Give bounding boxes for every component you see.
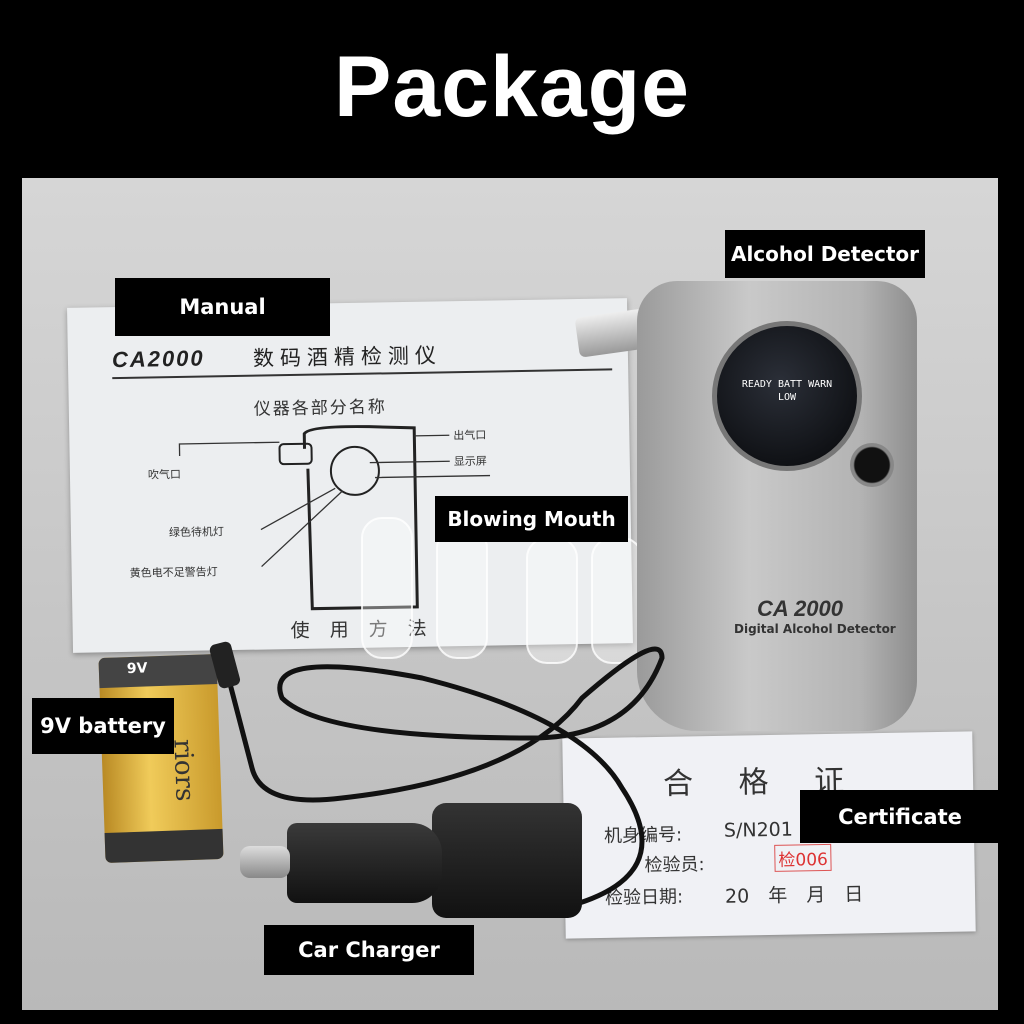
manual-diagram [178, 425, 491, 611]
display-text: READY BATT WARN [741, 379, 833, 390]
label-manual: Manual [115, 278, 330, 336]
detector-display: READY BATT WARN LOW [712, 321, 862, 471]
power-button [850, 443, 894, 487]
label-blowing-mouth: Blowing Mouth [435, 496, 628, 542]
charger-plug [287, 823, 442, 903]
mouthpieces [361, 517, 643, 664]
page-title: Package [333, 39, 691, 135]
label-battery: 9V battery [32, 698, 174, 754]
device-model: CA 2000 [757, 596, 844, 621]
label-car-charger: Car Charger [264, 925, 474, 975]
device-subtitle: Digital Alcohol Detector [734, 622, 896, 636]
charger-tip [240, 846, 290, 878]
charger-cable [209, 641, 665, 911]
manual: CA2000 数码酒精检测仪 仪器各部分名称 吹气口 出气口 显示屏 绿色待机灯… [67, 298, 633, 653]
display-text: LOW [777, 392, 797, 403]
label-alcohol-detector: Alcohol Detector [725, 230, 925, 278]
car-charger [432, 803, 582, 918]
product-photo: CA2000 数码酒精检测仪 仪器各部分名称 吹气口 出气口 显示屏 绿色待机灯… [22, 178, 998, 1010]
label-certificate: Certificate [800, 790, 1000, 843]
